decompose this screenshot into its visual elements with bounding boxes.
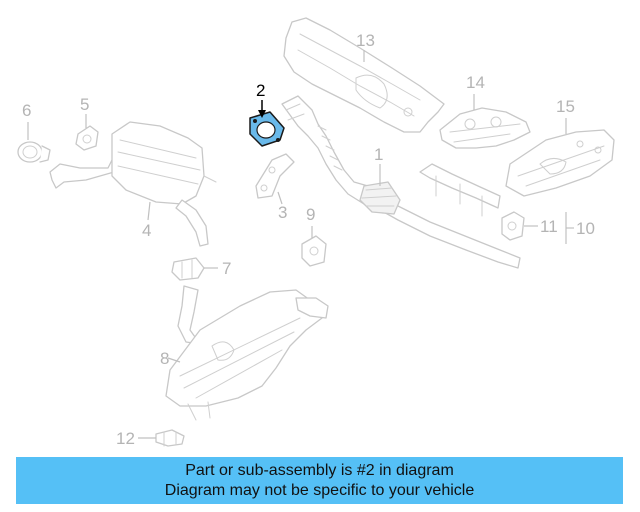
- part-9-hanger[interactable]: [301, 235, 327, 267]
- callout-13: 13: [356, 31, 375, 50]
- callout-14: 14: [466, 73, 485, 92]
- info-banner: Part or sub-assembly is #2 in diagram Di…: [16, 457, 623, 504]
- part-13-heat-shield[interactable]: [283, 17, 445, 133]
- callout-2: 2: [256, 81, 265, 100]
- part-14-heat-shield[interactable]: [439, 107, 531, 149]
- part-6-clamp[interactable]: [17, 141, 51, 163]
- callout-5: 5: [80, 95, 89, 114]
- part-10-hanger-bracket[interactable]: [419, 163, 501, 217]
- banner-line-disclaimer: Diagram may not be specific to your vehi…: [164, 481, 475, 499]
- part-5-hanger[interactable]: [75, 125, 99, 151]
- part-8-rear-muffler[interactable]: [165, 285, 329, 421]
- callout-7: 7: [222, 259, 231, 278]
- part-1-front-pipe-catalytic-converter[interactable]: [281, 95, 521, 269]
- callout-3: 3: [278, 203, 287, 222]
- callout-12: 12: [116, 429, 135, 448]
- callout-9: 9: [306, 205, 315, 224]
- callout-6: 6: [22, 101, 31, 120]
- callout-4: 4: [142, 221, 151, 240]
- callout-15: 15: [556, 97, 575, 116]
- callout-8: 8: [160, 349, 169, 368]
- part-2-gasket-highlighted[interactable]: [249, 111, 285, 147]
- callout-10: 10: [576, 219, 595, 238]
- callout-1: 1: [374, 145, 383, 164]
- part-11-rubber-mount[interactable]: [501, 211, 525, 241]
- part-3-bracket[interactable]: [255, 153, 295, 199]
- part-7-clamp[interactable]: [171, 257, 205, 281]
- banner-line-part-number: Part or sub-assembly is #2 in diagram: [185, 461, 454, 479]
- callout-11: 11: [540, 217, 558, 236]
- part-15-floor-heat-shield[interactable]: [505, 129, 615, 197]
- part-4-middle-muffler[interactable]: [49, 121, 217, 247]
- part-12-clip[interactable]: [155, 429, 185, 447]
